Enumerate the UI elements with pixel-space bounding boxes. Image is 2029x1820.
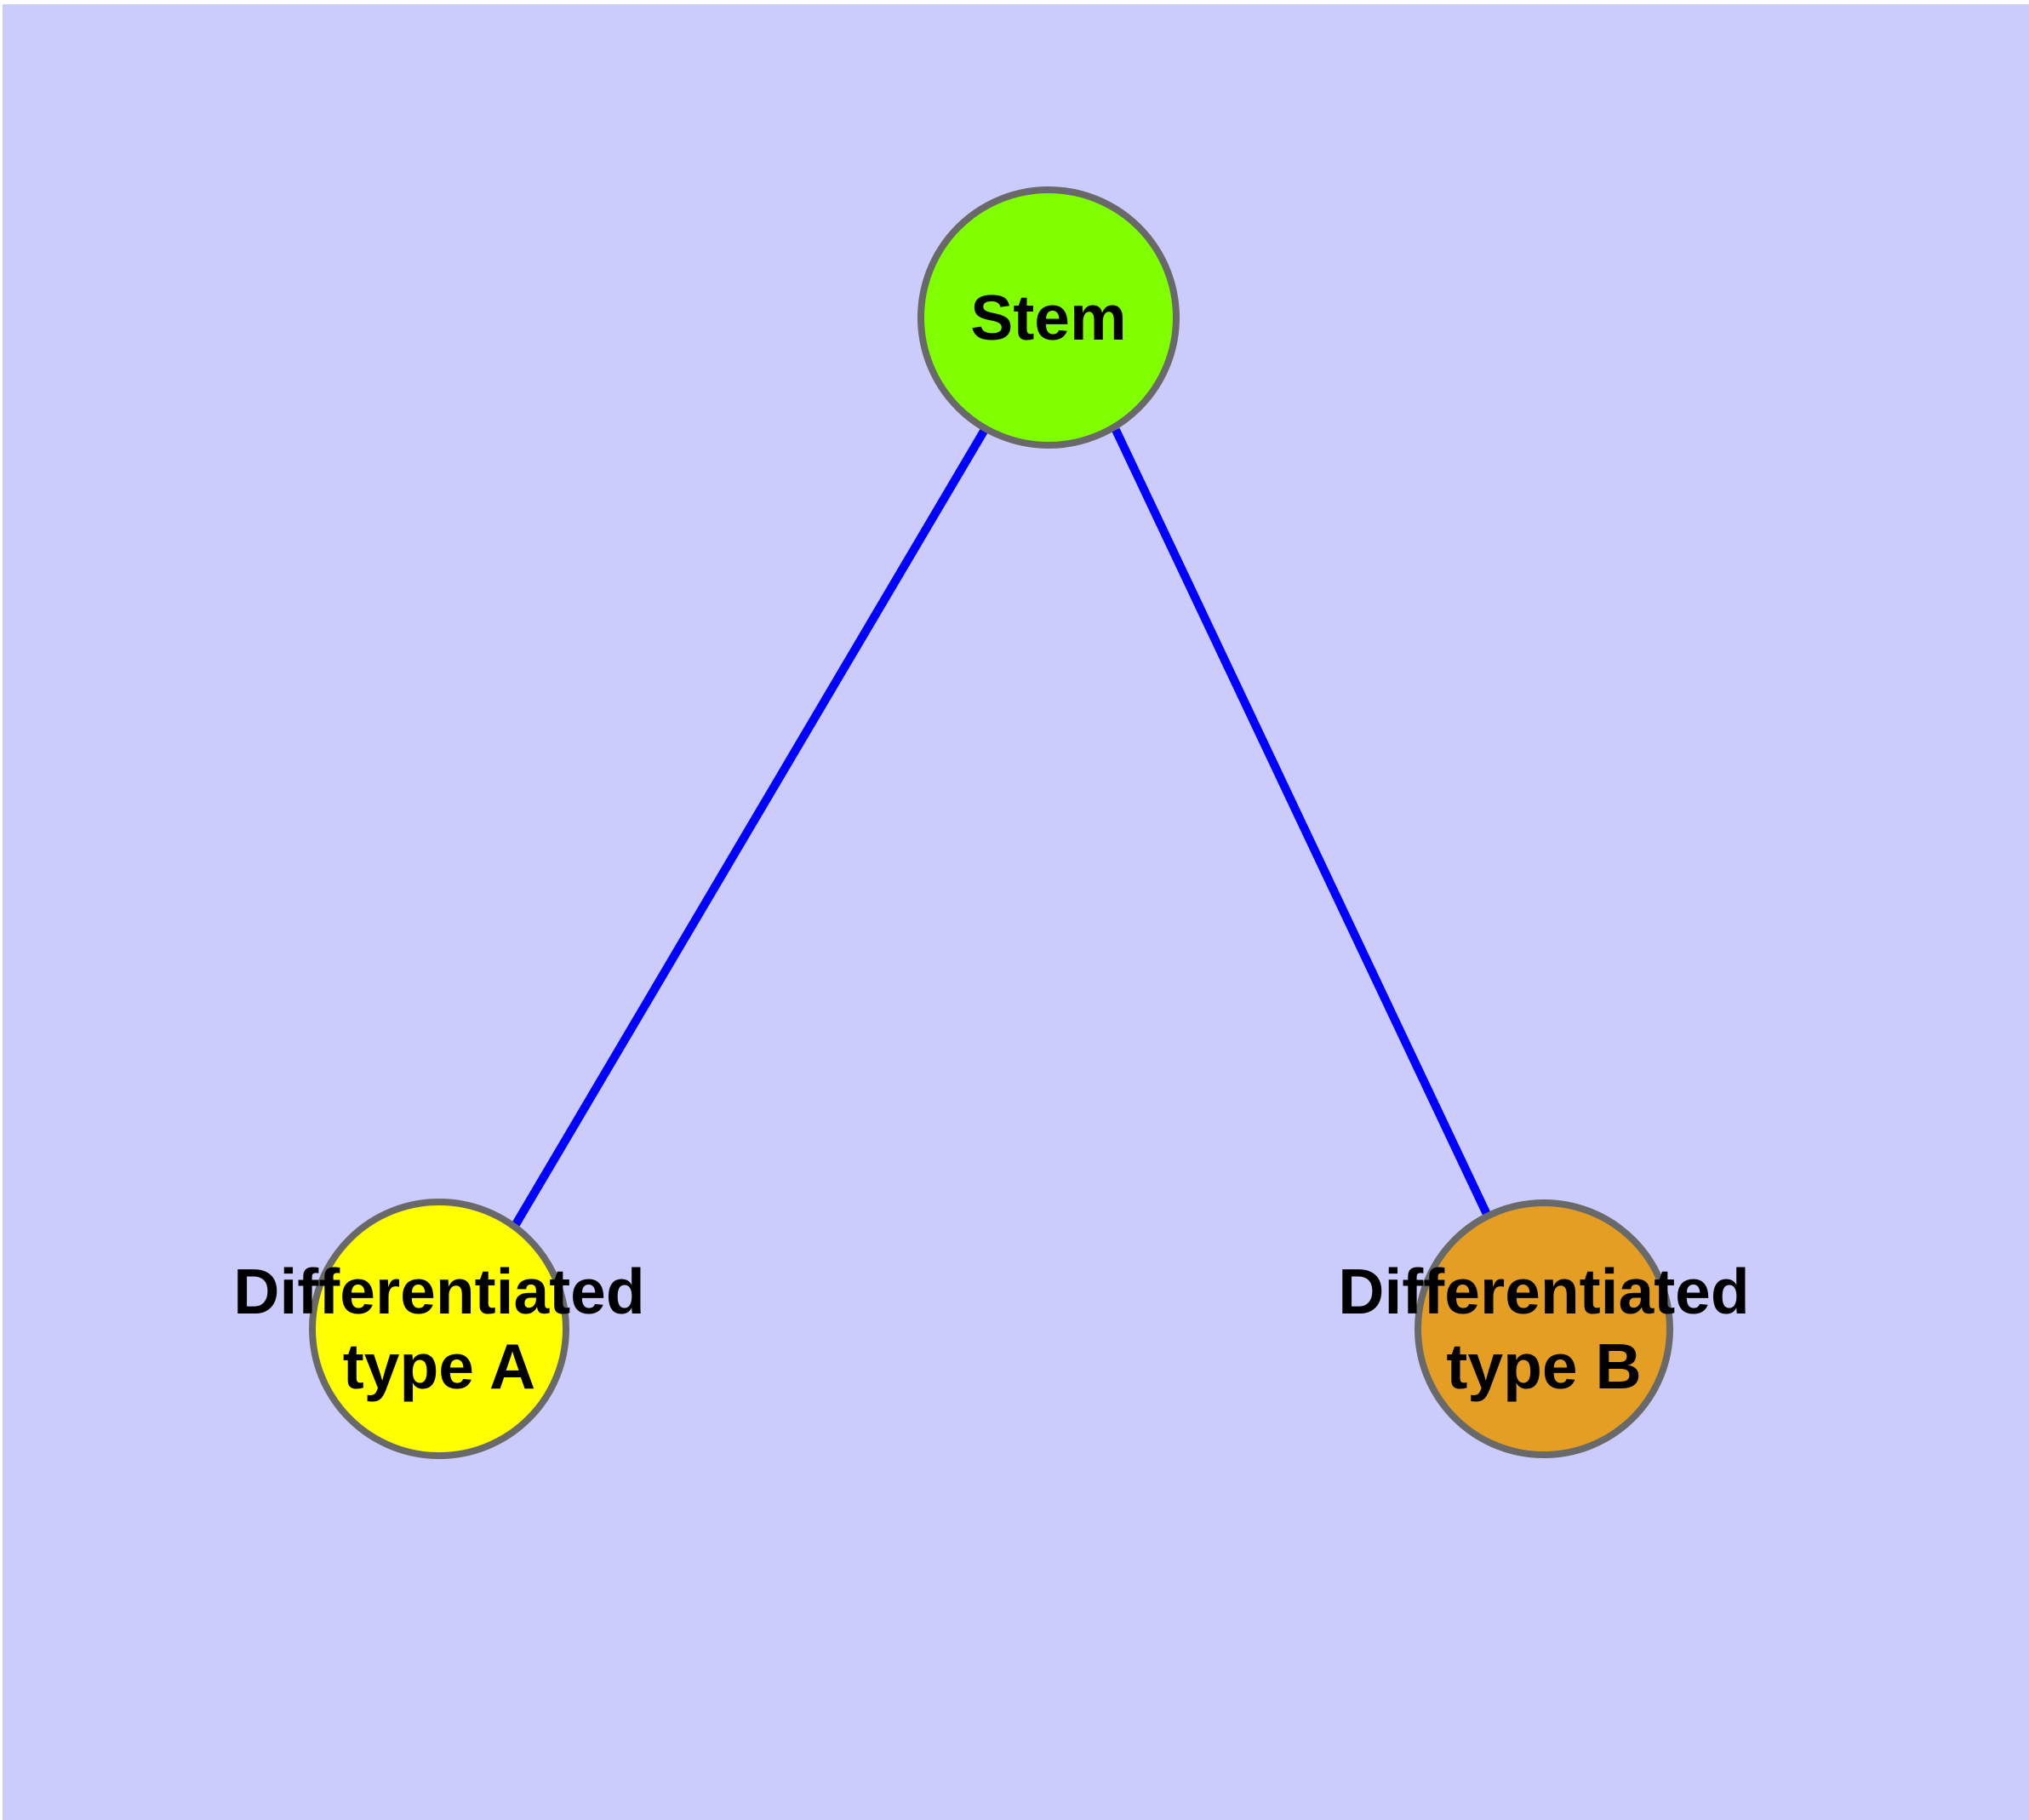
node-circle-diff_b[interactable] xyxy=(1415,1199,1673,1458)
node-circle-stem[interactable] xyxy=(917,186,1180,449)
graph-node-stem[interactable]: Stem xyxy=(917,186,1180,449)
edge-layer xyxy=(511,426,1495,1228)
node-label-line: Differentiated xyxy=(1338,1256,1749,1327)
node-circle-diff_a[interactable] xyxy=(309,1199,569,1459)
node-label-line: Differentiated xyxy=(233,1256,644,1327)
node-label-line: type B xyxy=(1446,1331,1641,1402)
node-label-line: Stem xyxy=(970,282,1126,353)
node-label-line: type A xyxy=(343,1331,535,1402)
node-label-stem: Stem xyxy=(970,282,1126,353)
graph-edge-stem-to-diff_b[interactable] xyxy=(1112,427,1495,1226)
graph-edge-stem-to-diff_a[interactable] xyxy=(511,426,990,1228)
